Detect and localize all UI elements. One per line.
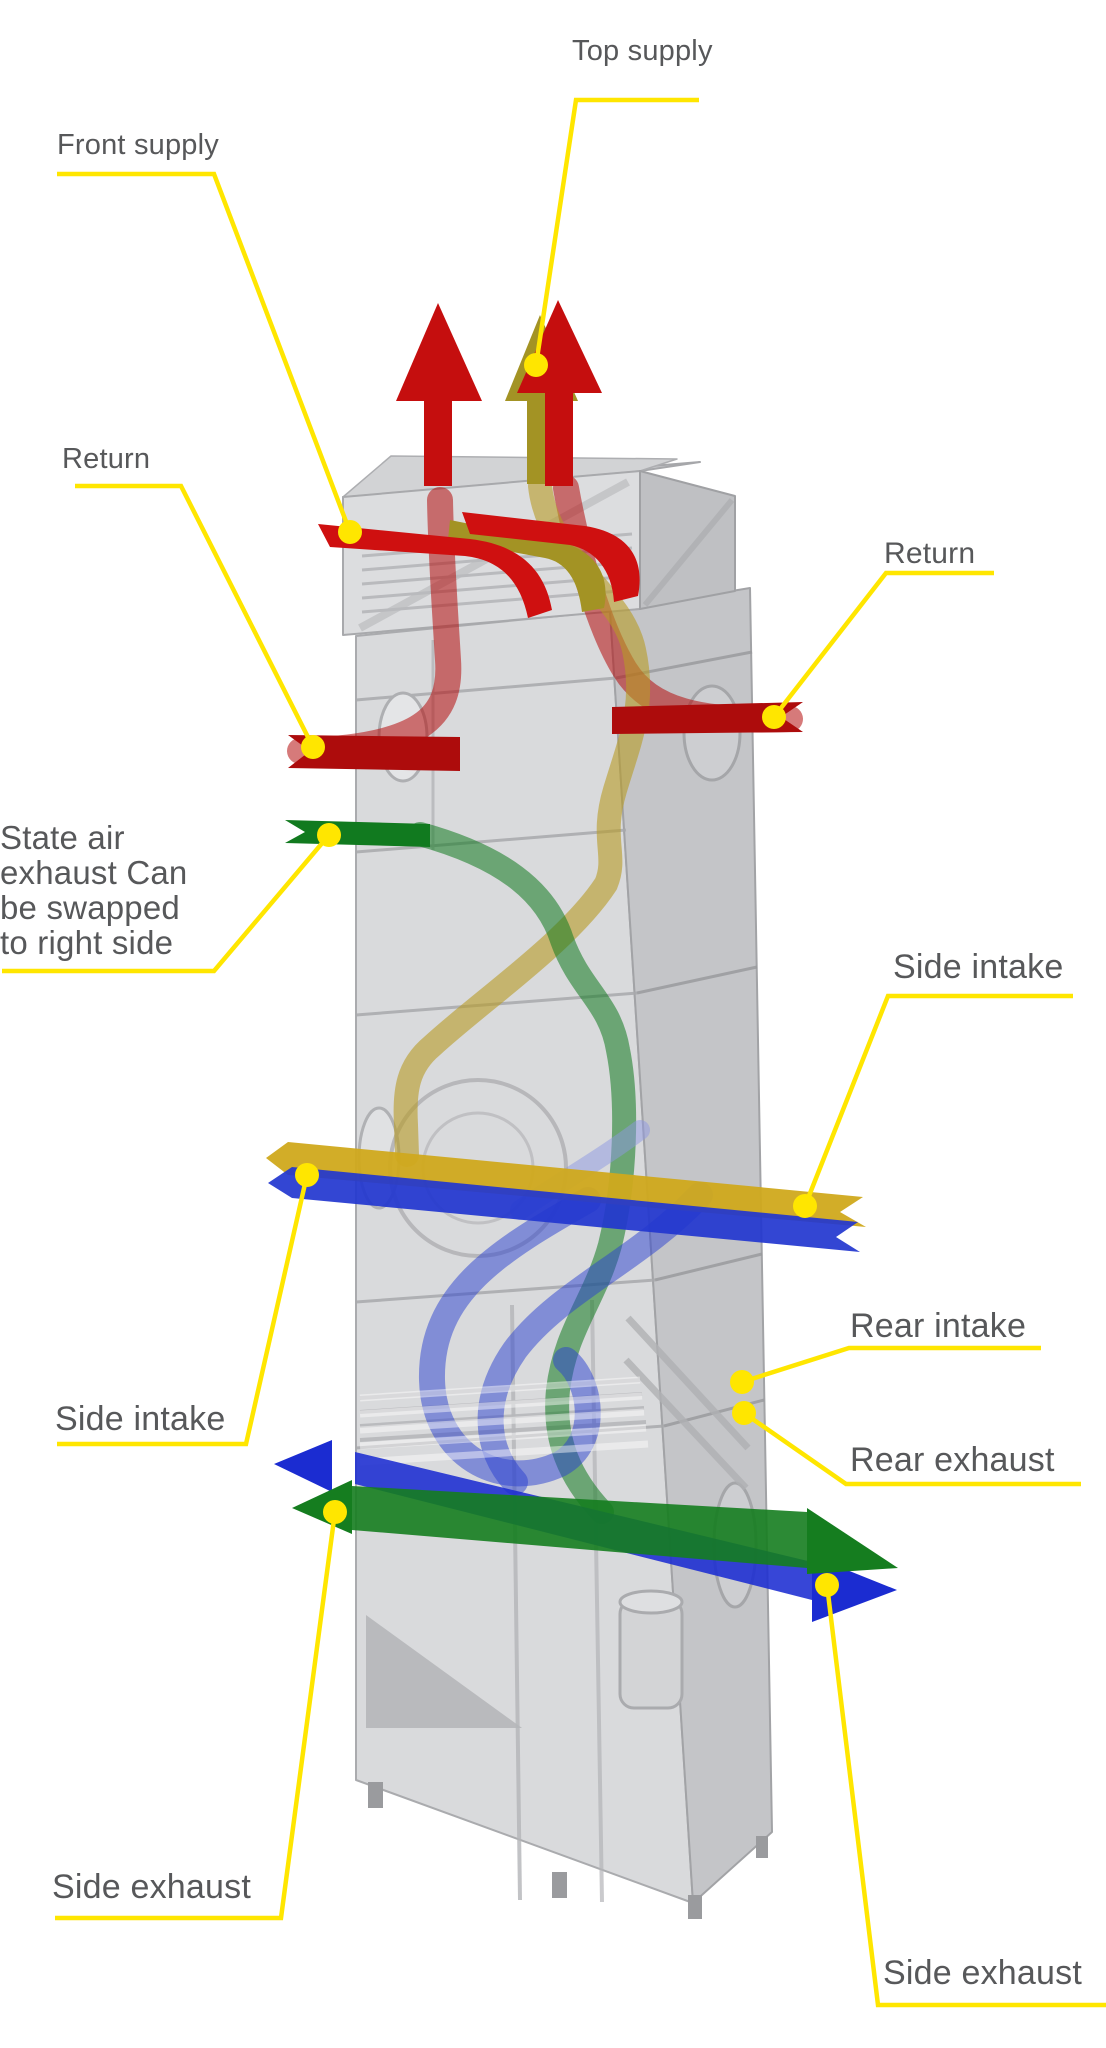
front-supply-scoops xyxy=(318,512,640,618)
label-rear-intake: Rear intake xyxy=(850,1307,1027,1345)
coil-slat-overlay xyxy=(359,1376,649,1466)
label-side-exhaust-right: Side exhaust xyxy=(883,1954,1082,1992)
state-air-exhaust-arrow xyxy=(285,820,430,847)
label-side-intake-right: Side intake xyxy=(893,948,1064,986)
return-arrows xyxy=(288,702,803,771)
label-state-air-exhaust: State air exhaust Can be swapped to righ… xyxy=(0,819,188,961)
side-intake-arrows xyxy=(266,1142,866,1252)
label-return-left: Return xyxy=(62,443,151,475)
label-side-exhaust-left: Side exhaust xyxy=(52,1868,251,1906)
label-side-intake-left: Side intake xyxy=(55,1400,226,1438)
label-front-supply: Front supply xyxy=(57,129,219,161)
cabinet-feet xyxy=(368,1782,768,1919)
leader-lines xyxy=(2,97,1106,2008)
leader-dots xyxy=(295,353,839,1597)
label-return-right: Return xyxy=(884,537,976,570)
label-rear-exhaust: Rear exhaust xyxy=(850,1441,1055,1479)
label-top-supply: Top supply xyxy=(572,35,713,67)
